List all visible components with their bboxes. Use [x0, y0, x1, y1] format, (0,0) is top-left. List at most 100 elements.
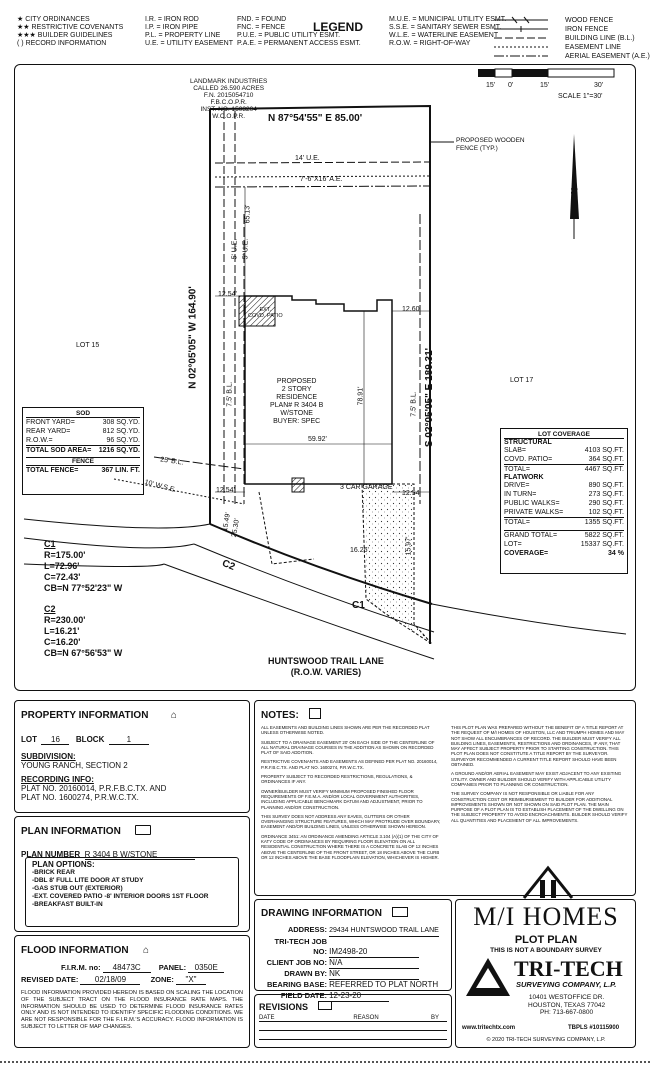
note-paragraph: THIS SURVEY DOES NOT ADDRESS ANY EAVES, …: [261, 813, 441, 830]
residence-label: W/STONE: [280, 410, 313, 417]
coverage-total: TOTAL=4467 SQ.FT.: [504, 464, 624, 474]
cell: SQ.YD.: [116, 419, 140, 426]
cell: COVD. PATIO=: [504, 456, 553, 463]
cell: 367: [101, 467, 114, 474]
sod-table: SOD FRONT YARD=308 SQ.YD. REAR YARD=812 …: [22, 407, 144, 495]
cell: SQ.FT.: [602, 466, 624, 473]
legend-item: P.L. = PROPERTY LINE: [145, 32, 221, 39]
drawing-info-panel: DRAWING INFORMATION ADDRESS: 29434 HUNTS…: [254, 899, 452, 1002]
landmark-line: CALLED 26.590 ACRES: [193, 85, 265, 92]
coverage-lot: LOT= 15337 SQ.FT.: [504, 540, 624, 549]
d1597-label: 15.97': [405, 536, 413, 556]
ae-label: 7'-6"X16' A.E.: [300, 176, 343, 183]
landmark-line: LANDMARK INDUSTRIES: [190, 78, 268, 85]
note-paragraph: RESTRICTIVE COVENANTS AND EASEMENTS AS D…: [261, 759, 438, 770]
client-label: CLIENT JOB NO:: [266, 958, 327, 967]
structural-heading: STRUCTURAL: [504, 439, 552, 446]
legend-item: EASEMENT LINE: [565, 44, 621, 51]
coverage-percent: COVERAGE=34 %: [504, 549, 624, 558]
plan-info-panel: PLAN INFORMATION PLAN NUMBER R 3404 B W/…: [14, 816, 250, 932]
job-label: TRI-TECH JOB NO:: [274, 937, 328, 956]
landmark-line: F.B.C.O.P.R.: [210, 99, 247, 106]
legend-item: I.P. = IRON PIPE: [145, 24, 198, 31]
client-value: N/A: [329, 958, 420, 969]
legend: ★ CITY ORDINANCES ★★ RESTRICTIVE COVENAN…: [17, 16, 650, 64]
company-phone: PH: 713-667-0800: [539, 1009, 594, 1016]
cell: 34: [608, 550, 616, 557]
recording-label: RECORDING INFO:: [21, 775, 94, 784]
field-value: 12-23-20: [329, 991, 390, 1002]
cell: LOT=: [504, 541, 522, 548]
legend-item: S.S.E. = SANITARY SEWER ESMT.: [389, 24, 502, 31]
east-line-label: S 02°05'05" E 189.31': [424, 347, 436, 448]
legend-item: AERIAL EASEMENT (A.E.): [565, 53, 650, 60]
plan-number-label: PLAN NUMBER: [21, 850, 81, 859]
company-address: 10401 WESTOFFICE DR.: [528, 994, 605, 1001]
folder-icon: [318, 1001, 333, 1011]
cell: TOTAL=: [504, 519, 531, 526]
residence-label: PLAN# R 3404 B: [270, 402, 324, 409]
plat-drawing: [23, 104, 627, 660]
sod-title: SOD: [26, 410, 140, 418]
cell: SQ.FT.: [602, 456, 624, 463]
cell: SLAB=: [504, 447, 526, 454]
plan-option: -EXT. COVERED PATIO -8' INTERIOR DOORS 1…: [32, 893, 209, 900]
d5992-label: 59.92': [308, 436, 327, 443]
plan-options-box: PLAN OPTIONS: -BRICK REAR -DBL 8' FULL L…: [25, 857, 239, 927]
legend-item: P.A.E. = PERMANENT ACCESS ESMT.: [237, 40, 361, 47]
address-label: ADDRESS:: [287, 925, 327, 934]
legend-mark: ( ): [17, 40, 24, 47]
patio-label: EXT.: [259, 307, 272, 313]
tbpls-number: TBPLS #10115900: [568, 1025, 620, 1031]
cell: 15337: [580, 541, 601, 548]
cell: FRONT YARD=: [26, 419, 75, 426]
copyright-line: © 2020 TRI-TECH SURVEYING COMPANY, L.P.: [486, 1037, 606, 1043]
legend-item: R.O.W. = RIGHT-OF-WAY: [389, 40, 471, 47]
legend-item: BUILDER GUIDELINES: [37, 32, 113, 39]
patio-label: COVD. PATIO: [248, 313, 283, 319]
ue5-label: 5' U.E.: [242, 238, 250, 260]
flood-title: FLOOD INFORMATION: [21, 945, 129, 956]
flatwork-heading: FLATWORK: [504, 474, 544, 481]
bl75-label: 7.5' B.L.: [410, 391, 418, 417]
curve-value: R=175.00': [44, 550, 86, 560]
note-paragraph: SUBJECT TO A DRAINAGE EASEMENT 20' ON EA…: [261, 739, 435, 756]
drawing-title: DRAWING INFORMATION: [261, 908, 382, 919]
notes-panel: NOTES: ALL EASEMENTS AND BUILDING LINES …: [254, 700, 636, 896]
revision-col: REASON: [353, 1015, 379, 1021]
note-paragraph: ORDINANCE 3451: AN ORDINANCE AMENDING AR…: [261, 833, 440, 860]
legend-item: RESTRICTIVE COVENANTS: [31, 24, 124, 31]
fence-note: PROPOSED WOODEN: [456, 137, 525, 144]
cell: 5822: [584, 532, 601, 539]
cell: SQ.FT.: [602, 491, 624, 498]
cell: SQ.FT.: [602, 519, 624, 526]
landmark-line: INST. NO. 1503204: [200, 106, 257, 113]
lot15-label: LOT 15: [76, 342, 100, 349]
field-label: FIELD DATE:: [280, 991, 327, 1000]
coverage-row: PUBLIC WALKS=290 SQ.FT.: [504, 499, 624, 508]
sod-total: TOTAL SOD AREA=1216 SQ.YD.: [26, 445, 140, 455]
cell: 290: [588, 500, 601, 507]
legend-item: IRON FENCE: [565, 26, 609, 33]
street-name: (R.O.W. VARIES): [290, 667, 362, 677]
folder-icon: [392, 906, 409, 917]
company-address: HOUSTON, TEXAS 77042: [528, 1001, 606, 1009]
plan-option: -BRICK REAR: [32, 869, 75, 876]
cell: SQ.FT.: [602, 509, 624, 516]
cell: TOTAL=: [504, 466, 531, 473]
d1254-label: 12.54': [218, 291, 237, 298]
ue5-label: 5' U.E.: [231, 238, 239, 260]
folder-icon: [135, 824, 152, 835]
curve-value: C=72.43': [44, 572, 81, 582]
scale-tick: 30': [594, 82, 604, 89]
garage-label: 3 CAR GARAGE: [340, 484, 393, 491]
legend-mark: ★★★: [17, 32, 36, 39]
legend-item: I.R. = IRON ROD: [145, 16, 199, 23]
cell: TOTAL FENCE=: [26, 467, 79, 474]
cell: SQ.FT.: [602, 541, 624, 548]
curve-value: C=16.20': [44, 637, 81, 647]
note-paragraph: ALL EASEMENTS AND BUILDING LINES SHOWN A…: [261, 725, 430, 736]
legend-item: U.E. = UTILITY EASEMENT: [145, 40, 233, 47]
cell: DRIVE=: [504, 482, 530, 489]
cell: SQ.FT.: [602, 532, 624, 539]
